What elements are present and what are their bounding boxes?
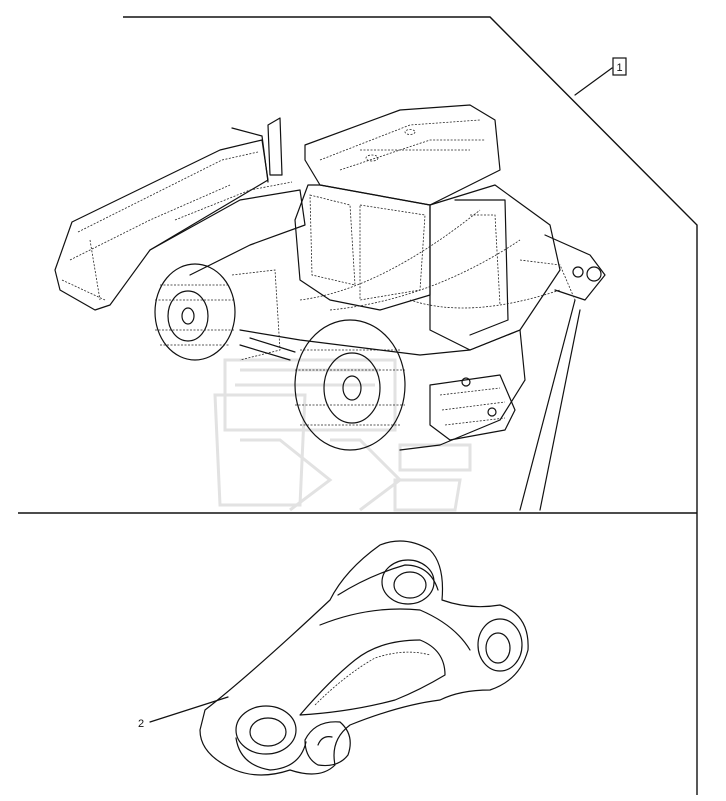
callout-2-label: 2 [138,718,144,730]
connecting-link-part[interactable] [199,540,529,776]
watermark-logo [213,358,472,512]
callout-box-1-label: 1 [616,62,622,74]
leader-lines-machine [519,299,581,511]
callout-box-1[interactable]: 1 [612,57,627,76]
frame-lines [18,16,698,795]
backhoe-loader-machine [54,104,606,451]
callout-2[interactable]: 2 [138,696,229,730]
